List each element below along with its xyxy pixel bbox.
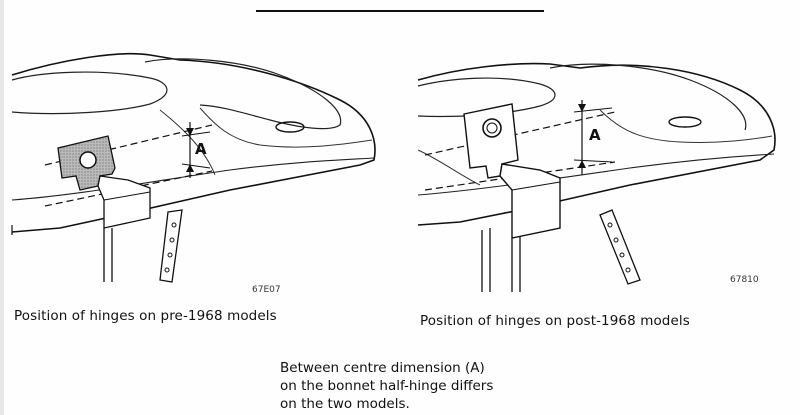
note-line: Between centre dimension (A) [280,360,485,376]
figure-number: 67E07 [252,285,281,295]
pre-1968-caption: Position of hinges on pre-1968 models [14,308,277,324]
dimension-a-label: A [195,140,207,158]
post-1968-caption: Position of hinges on post-1968 models [420,313,690,329]
figure-number: 67810 [730,275,759,285]
note-line: on the bonnet half-hinge differs [280,378,494,394]
scan-edge [0,0,4,415]
top-rule-divider [256,10,544,12]
post-1968-hinge-illustration: A 67810 [417,62,776,292]
pre-1968-hinge-illustration: A 67E07 [11,52,376,295]
dimension-note: Between centre dimension (A) on the bonn… [280,359,493,413]
dimension-a-label: A [589,126,601,144]
note-line: on the two models. [280,396,410,412]
